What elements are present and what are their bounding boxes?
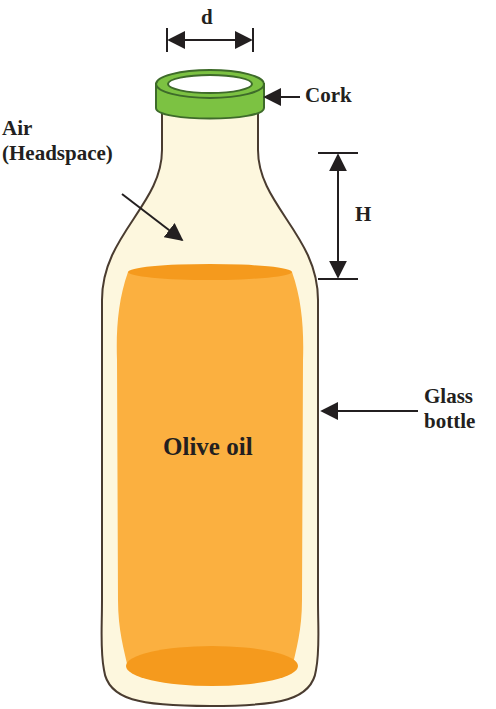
- glass-bottle: [102, 110, 319, 706]
- dimension-arrow: [169, 39, 251, 41]
- cork-hole: [168, 75, 252, 93]
- dimension-label: d: [201, 5, 213, 30]
- content-label: Olive oil: [163, 432, 253, 462]
- part-label: Glass bottle: [424, 384, 494, 434]
- dimension-label: H: [355, 202, 371, 227]
- oil-surface: [128, 264, 292, 280]
- leader-line: [265, 96, 300, 98]
- leader-line: [122, 194, 182, 240]
- dimension-arrow: [337, 155, 339, 277]
- part-label: Cork: [305, 83, 352, 108]
- oil-bottom: [126, 646, 298, 686]
- dimension-tick: [252, 28, 254, 52]
- dimension-tick: [318, 278, 358, 280]
- cork-top: [156, 70, 264, 98]
- dimension-tick: [166, 28, 168, 52]
- part-label: Air (Headspace): [2, 116, 137, 166]
- leader-line: [322, 410, 418, 412]
- dimension-tick: [318, 152, 358, 154]
- olive-oil: [117, 272, 303, 668]
